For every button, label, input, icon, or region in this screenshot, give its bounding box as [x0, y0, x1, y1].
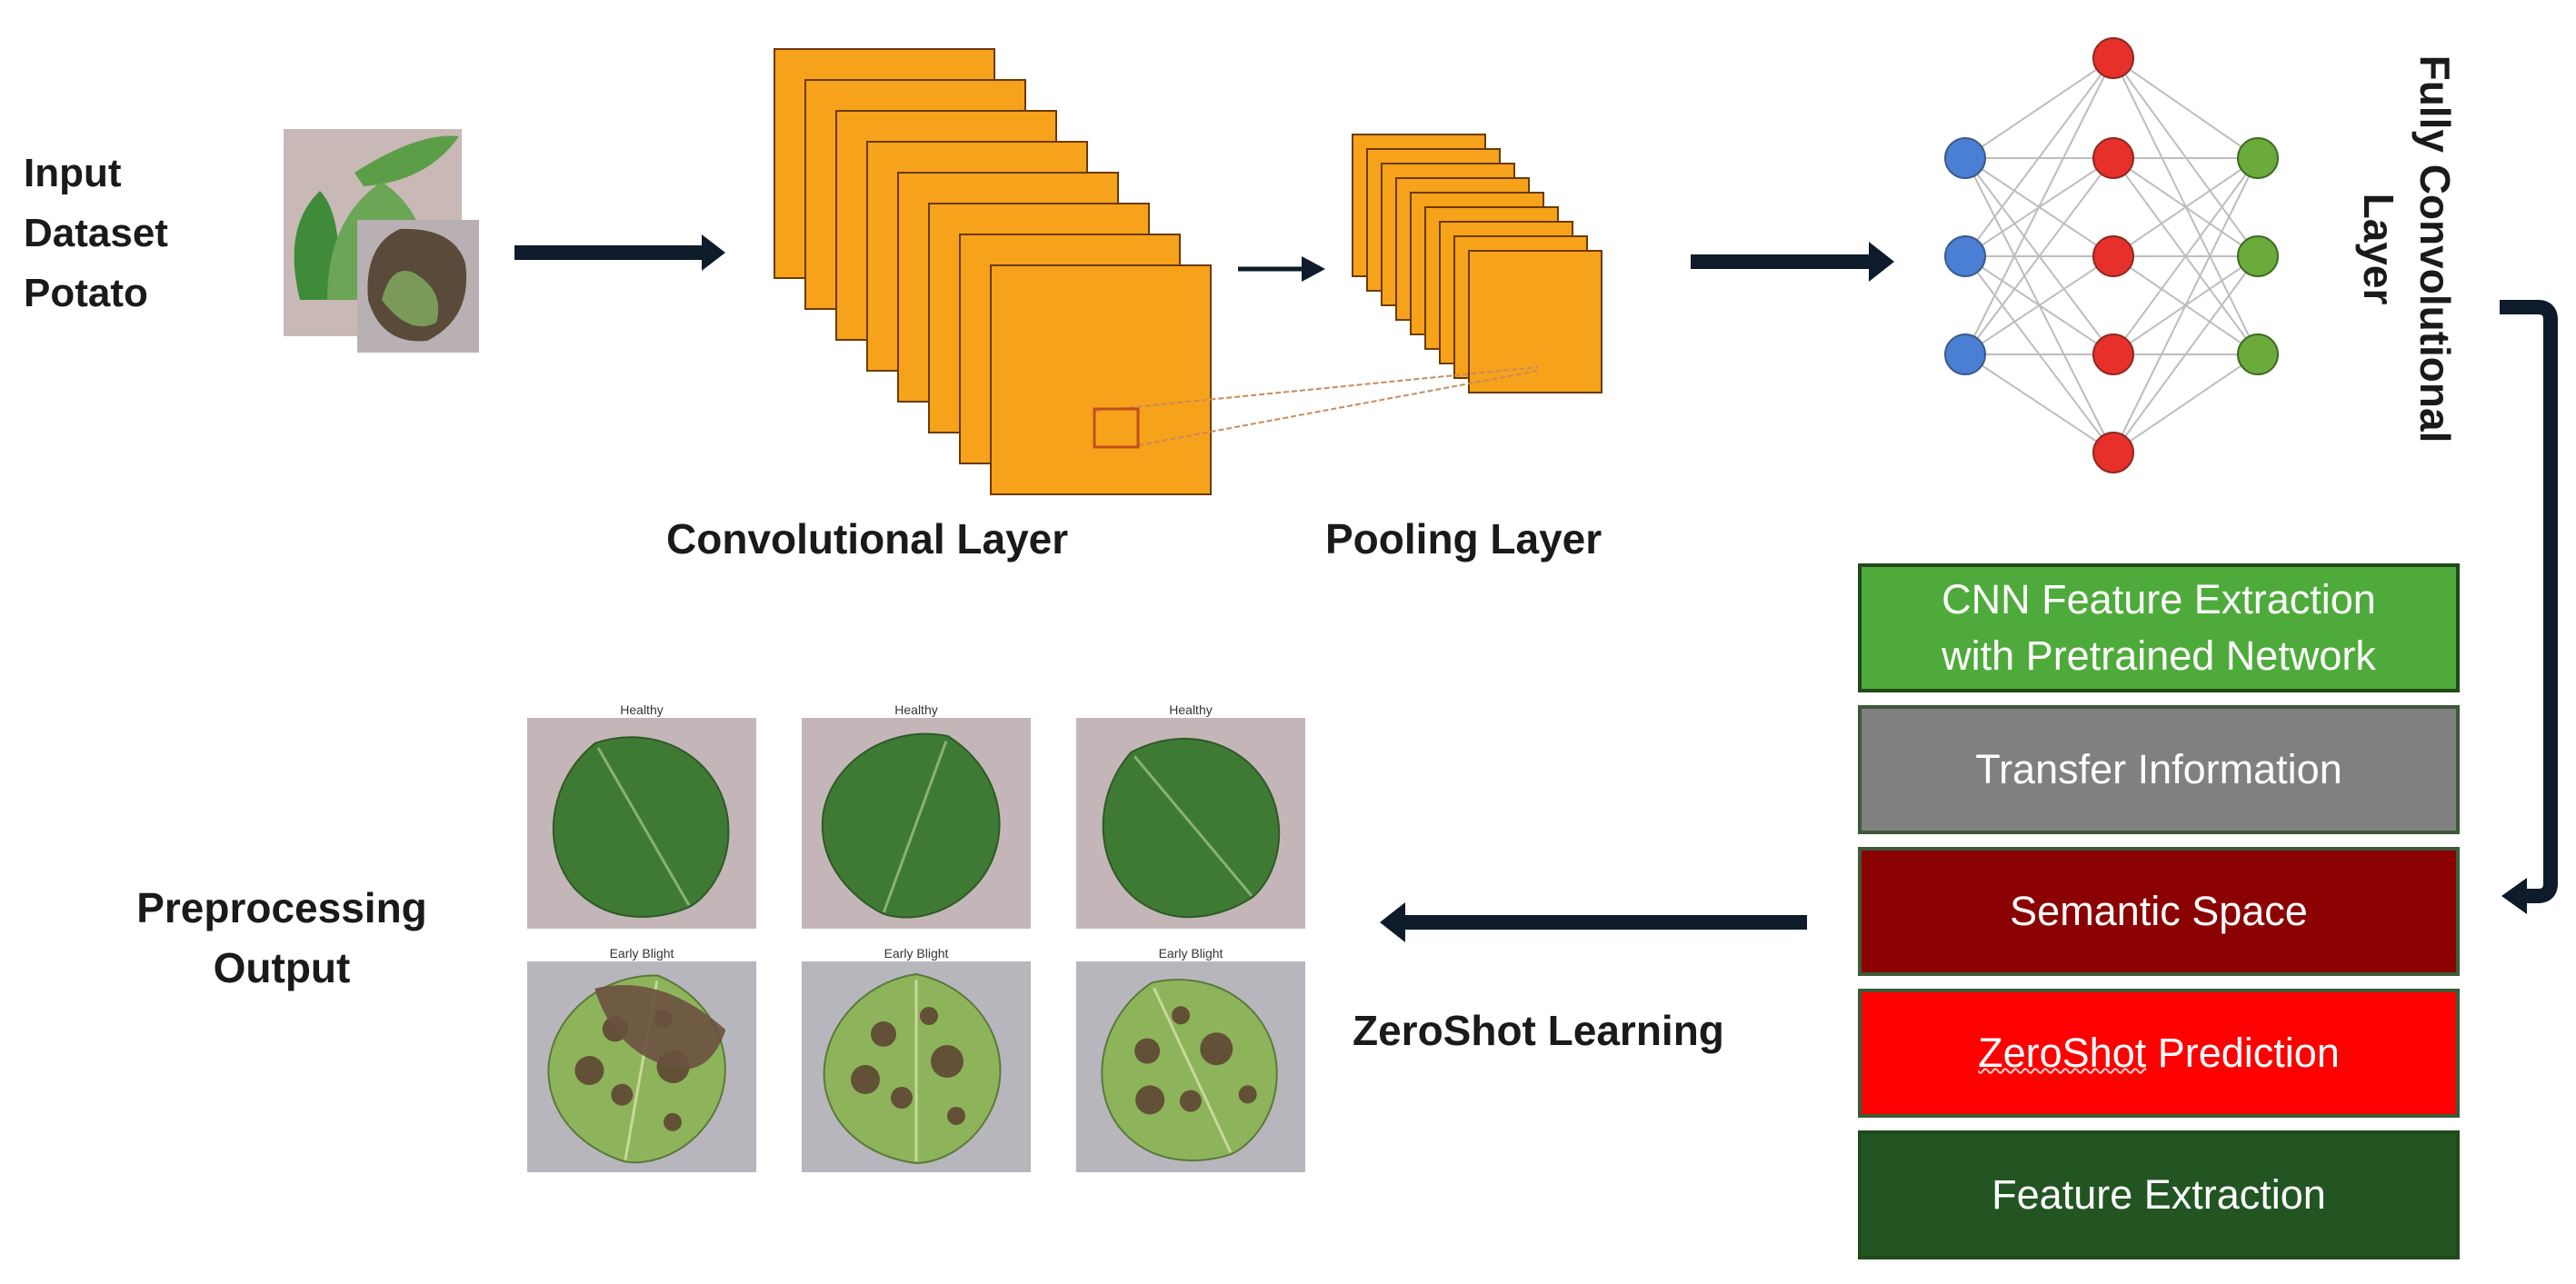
arrow-head-icon	[1869, 242, 1894, 282]
feature-extraction-box: Feature Extraction	[1858, 1130, 2460, 1259]
nn-connection	[2112, 157, 2259, 453]
blight-spot	[1135, 1085, 1165, 1115]
nn-input-node	[1944, 333, 1986, 375]
nn-connection	[1964, 255, 2114, 355]
fully-convolutional-label: Fully Convolutional Layer	[2355, 55, 2459, 443]
leaf-image	[802, 961, 1031, 1172]
leaf-image	[1076, 961, 1305, 1172]
neural-network	[1944, 37, 2279, 473]
leaf-image	[802, 718, 1031, 929]
zeroshot-prediction-box: ZeroShot Prediction	[1858, 989, 2460, 1118]
blight-spot	[891, 1087, 913, 1109]
healthy-leaf-panel: Healthy	[802, 702, 1031, 933]
nn-output-node	[2237, 333, 2279, 375]
pool-feature-maps	[1352, 134, 1603, 393]
projection-line	[1137, 370, 1539, 446]
blight-spot	[1179, 1090, 1202, 1112]
nn-connection	[2112, 57, 2259, 159]
arrow-head-icon	[2501, 878, 2527, 914]
nn-hidden-node	[2092, 432, 2134, 473]
preprocessing-output-label: Preprocessing Output	[136, 884, 427, 991]
healthy-leaf-panel: Healthy	[1076, 702, 1305, 933]
nn-connection	[2112, 157, 2259, 355]
semantic-space-box: Semantic Space	[1858, 847, 2460, 976]
blight-spot	[611, 1083, 634, 1106]
pooling-layer-label: Pooling Layer	[1325, 515, 1603, 562]
healthy-leaf-panel: Healthy	[527, 702, 756, 933]
blight-spot	[1134, 1038, 1161, 1064]
nn-connection	[2112, 353, 2259, 453]
early-blight-leaf-panel: Early Blight	[802, 945, 1031, 1177]
arrow-head-icon	[1380, 902, 1405, 942]
zeroshot-learning-label: ZeroShot Learning	[1353, 1007, 1724, 1054]
nn-connection	[2112, 157, 2259, 257]
leaf-image	[1076, 718, 1305, 929]
nn-connection	[1964, 57, 2114, 355]
blight-spot	[931, 1045, 964, 1078]
nn-connection	[2112, 255, 2259, 453]
nn-hidden-node	[2092, 137, 2134, 179]
conv-feature-maps	[774, 48, 1212, 495]
arrow-head-icon	[1302, 256, 1325, 282]
leaf-caption: Early Blight	[884, 946, 949, 961]
early-blight-leaf-panel: Early Blight	[1076, 945, 1305, 1177]
leaf-image	[527, 961, 756, 1172]
nn-hidden-node	[2092, 235, 2134, 277]
blight-spot	[947, 1107, 965, 1125]
bracket-arrow	[2500, 300, 2558, 903]
early-blight-leaf-panel: Early Blight	[527, 945, 756, 1177]
blight-spot	[920, 1007, 938, 1025]
leaf-shape	[1101, 979, 1278, 1162]
conv-feature-map	[990, 264, 1212, 495]
leaf-shape	[552, 736, 730, 918]
blight-spot	[574, 1056, 604, 1086]
leaf-image	[527, 718, 756, 929]
projection-line	[1095, 366, 1539, 412]
nn-hidden-node	[2092, 37, 2134, 79]
leaf-caption: Healthy	[620, 702, 664, 717]
nn-hidden-node	[2092, 333, 2134, 375]
leaf-shape	[821, 732, 1001, 919]
nn-input-node	[1944, 235, 1986, 277]
nn-output-node	[2237, 137, 2279, 179]
blight-spot	[851, 1065, 880, 1094]
input-image	[284, 129, 479, 353]
nn-connection	[1964, 353, 2114, 453]
nn-connection	[1964, 157, 2114, 355]
blight-spot	[1200, 1032, 1233, 1066]
leaf-caption: Early Blight	[1158, 946, 1223, 961]
nn-input-node	[1944, 137, 1986, 179]
blight-spot	[871, 1021, 896, 1047]
leaf-shape	[1102, 738, 1281, 919]
nn-connection	[1964, 57, 2114, 159]
leaf-caption: Early Blight	[609, 946, 674, 961]
pool-feature-map	[1468, 250, 1603, 393]
receptive-field-box	[1093, 407, 1140, 449]
arrow-head-icon	[702, 234, 725, 271]
blight-spot	[1172, 1006, 1191, 1025]
blight-spot	[1238, 1085, 1257, 1104]
convolutional-layer-label: Convolutional Layer	[666, 515, 1069, 562]
nn-connection	[1964, 57, 2114, 257]
leaf-caption: Healthy	[894, 702, 938, 717]
transfer-information-box: Transfer Information	[1858, 705, 2460, 834]
blight-spot	[663, 1112, 682, 1131]
leaf-caption: Healthy	[1169, 702, 1213, 717]
input-dataset-label: Input Dataset Potato	[24, 151, 168, 315]
nn-output-node	[2237, 235, 2279, 277]
